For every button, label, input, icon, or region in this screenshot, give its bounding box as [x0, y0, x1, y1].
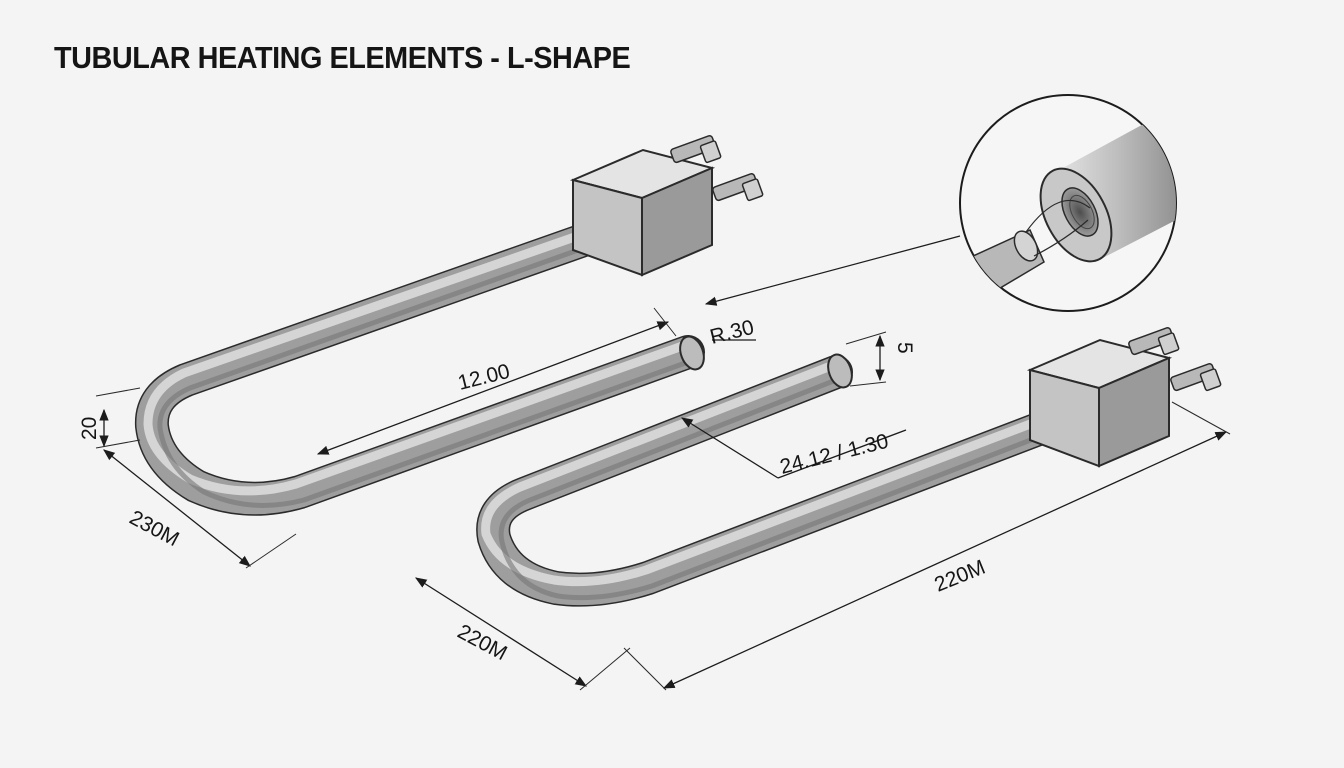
dim-center-length: 12.00 [456, 360, 513, 395]
detail-leader-line [704, 235, 961, 306]
left-terminal-studs [670, 135, 764, 202]
dim-left-length: 230M [126, 506, 183, 551]
left-terminal-block [569, 135, 764, 277]
diagram-title: TUBULAR HEATING ELEMENTS - L-SHAPE [54, 40, 631, 75]
right-terminal-studs [1128, 327, 1222, 392]
dimension-lines [95, 307, 1231, 691]
right-terminal-block [1026, 327, 1222, 468]
detail-view [959, 94, 1177, 312]
dim-radius: R.30 [708, 316, 757, 349]
dim-spec: 24.12 / 1.30 [778, 430, 891, 479]
dim-left-height: 20 [78, 417, 101, 440]
dim-diameter: 5 [893, 342, 916, 354]
dim-right-width: 220M [454, 620, 511, 665]
